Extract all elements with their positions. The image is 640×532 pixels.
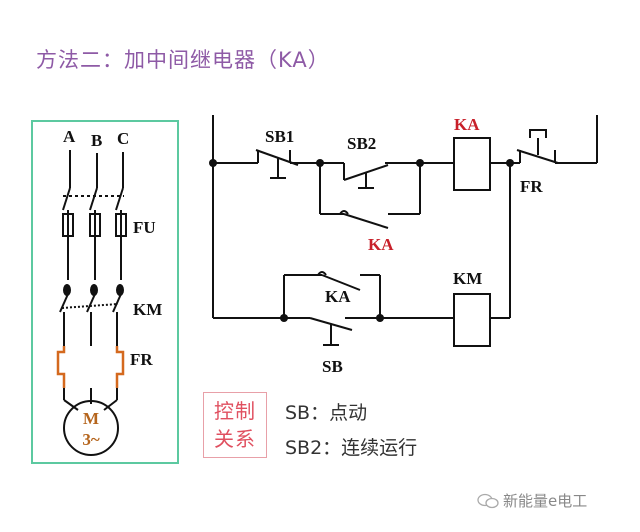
motor-m-label: M — [83, 409, 99, 428]
control-wiring — [212, 115, 598, 347]
ka-coil-label: KA — [454, 115, 480, 134]
fuse-label: FU — [133, 218, 156, 237]
junction-dots — [209, 159, 514, 322]
three-phase-lines — [59, 150, 127, 411]
phase-b-label: B — [91, 131, 102, 150]
fr-contact-label: FR — [520, 177, 543, 196]
watermark-text: 新能量e电工 — [503, 492, 588, 510]
wechat-icon — [477, 493, 499, 508]
legend-line-1: SB：点动 — [285, 402, 368, 424]
ka-contact-label: KA — [325, 287, 351, 306]
page-title: 方法二：加中间继电器（KA） — [36, 48, 330, 72]
sb-label: SB — [322, 357, 343, 376]
watermark: 新能量e电工 — [477, 490, 587, 511]
phase-c-label: C — [117, 129, 129, 148]
phase-a-label: A — [63, 127, 76, 146]
ka-holding-contact-label: KA — [368, 235, 394, 254]
contact-arc-marks — [317, 210, 349, 276]
overload-label: FR — [130, 350, 153, 369]
legend-title-line1: 控制 — [214, 399, 256, 423]
control-relation-box: 控制 关系 — [203, 392, 267, 458]
legend-title-line2: 关系 — [214, 427, 256, 451]
contactor-label: KM — [133, 300, 162, 319]
km-coil-label: KM — [453, 269, 482, 288]
motor-symbol — [63, 400, 119, 456]
km-contact-marks — [63, 284, 124, 296]
sb2-label: SB2 — [347, 134, 376, 153]
fr-thermal-elements — [56, 346, 125, 388]
sb1-label: SB1 — [265, 127, 294, 146]
legend-line-2: SB2：连续运行 — [285, 437, 418, 459]
motor-3-label: 3~ — [82, 430, 100, 449]
main-circuit-frame — [31, 120, 179, 464]
